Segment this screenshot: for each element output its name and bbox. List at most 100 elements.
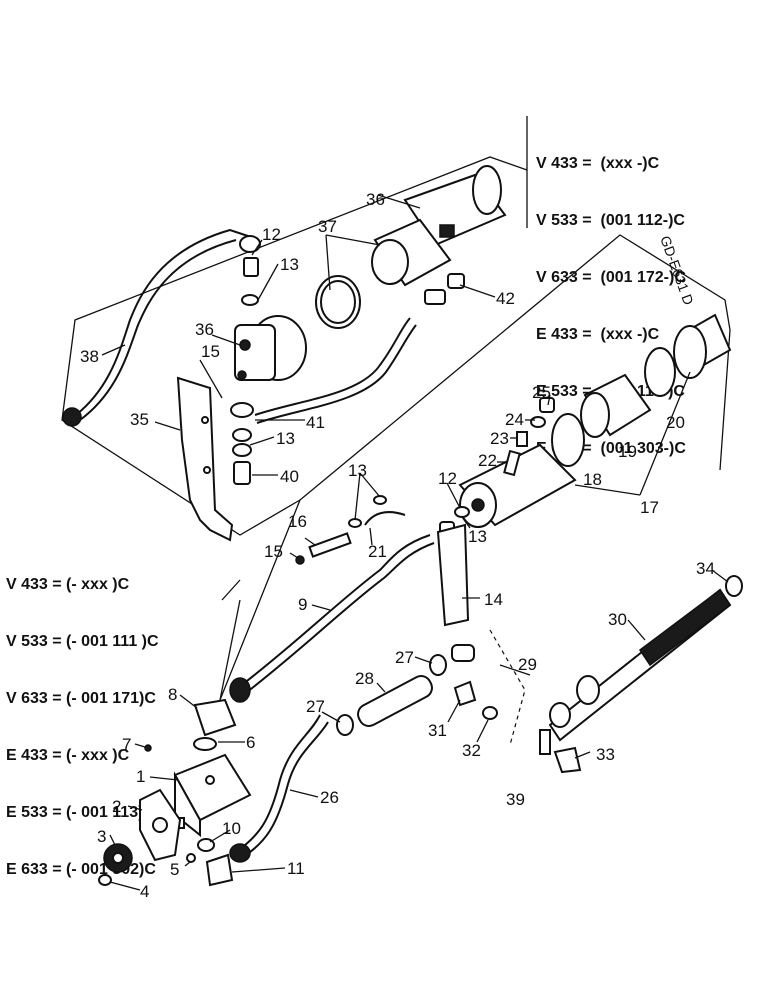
callout-36: 36 xyxy=(195,320,214,339)
o-ring-6 xyxy=(193,737,217,751)
callout-13: 13 xyxy=(348,461,367,480)
washer-4 xyxy=(98,874,112,886)
gasket-hole xyxy=(152,817,168,833)
plug-25 xyxy=(539,397,555,413)
fitting-12 xyxy=(243,257,259,277)
seal-ring-13 xyxy=(454,506,470,518)
serial-row: E 433 = (xxx -)C xyxy=(536,326,660,343)
valve-36 xyxy=(234,324,276,381)
callout-28: 28 xyxy=(355,669,374,688)
callout-21: 20 xyxy=(666,413,685,432)
bracket-39 xyxy=(539,729,551,755)
callout-12: 12 xyxy=(262,225,281,244)
valve-port xyxy=(237,370,247,380)
pipe-nut xyxy=(229,677,251,703)
callout-37: 37 xyxy=(318,217,337,236)
leader-lines xyxy=(101,194,729,891)
callout-16: 16 xyxy=(288,512,307,531)
sleeve-29 xyxy=(451,644,475,662)
callout-9: 9 xyxy=(298,595,307,614)
callout-27: 27 xyxy=(395,648,414,667)
callout-30: 30 xyxy=(608,610,627,629)
callout-6: 6 xyxy=(246,733,255,752)
callout-33: 32 xyxy=(462,741,481,760)
callout-13: 13 xyxy=(468,527,487,546)
callout-41: 41 xyxy=(306,413,325,432)
hose-clamp-27 xyxy=(429,654,447,676)
suction-tube-30 xyxy=(638,588,732,667)
seal-ring-13 xyxy=(232,428,252,442)
callout-26: 26 xyxy=(320,788,339,807)
lower-kit-outline xyxy=(221,579,241,601)
callout-13: 13 xyxy=(276,429,295,448)
union-42 xyxy=(447,273,465,289)
pipe-41 xyxy=(256,324,417,424)
callout-12: 12 xyxy=(438,469,457,488)
pipe-26 xyxy=(235,714,321,853)
filter-port xyxy=(471,498,485,512)
drawing-code: GD-E631 D xyxy=(657,234,697,307)
filter-cartridge-20 xyxy=(580,392,610,438)
pump-port xyxy=(205,775,215,785)
callout-11: 11 xyxy=(287,859,305,878)
o-ring-37 xyxy=(320,280,356,324)
elbow-17 xyxy=(364,511,406,526)
callout-36: 36 xyxy=(366,190,385,209)
banjo-bolt-40 xyxy=(233,461,251,485)
serial-table-left: V 433 = (- xxx )C V 533 = (- 001 111 )C … xyxy=(6,537,159,898)
callout-25: 25 xyxy=(532,383,551,402)
serial-row: E 433 = (- xxx )C xyxy=(6,747,130,764)
callout-38: 38 xyxy=(80,347,99,366)
callout-8: 8 xyxy=(168,685,177,704)
hose-clamp-27 xyxy=(336,714,354,736)
callout-1: 1 xyxy=(136,767,145,786)
serial-row: E 633 = (- 001 302)C xyxy=(6,861,156,878)
callout-29: 29 xyxy=(518,655,537,674)
seal-ring-13 xyxy=(373,495,387,505)
seal-31 xyxy=(725,575,743,597)
callout-20: 19 xyxy=(618,442,637,461)
callout-22: 22 xyxy=(478,451,497,470)
callout-32: 31 xyxy=(428,721,447,740)
housing-36 xyxy=(472,165,502,215)
callout-15: 15 xyxy=(264,542,283,561)
serial-row: V 533 = (001 112-)C xyxy=(536,212,685,229)
pipe-nut xyxy=(62,407,82,427)
pipe-38 xyxy=(71,228,249,419)
serial-row: V 433 = (- xxx )C xyxy=(6,576,130,593)
seal-ring-13 xyxy=(348,518,362,528)
upper-kit-outline xyxy=(61,156,528,536)
union-nut-30 xyxy=(576,675,600,705)
seal-ring-13 xyxy=(241,294,259,306)
bracket-hole xyxy=(201,416,209,424)
callout-3: 3 xyxy=(97,827,106,846)
spacer-33 xyxy=(482,706,498,720)
callout-42: 42 xyxy=(496,289,515,308)
callout-19: 18 xyxy=(583,470,602,489)
flange-11 xyxy=(205,853,234,887)
clip-32 xyxy=(453,680,477,707)
serial-row: V 633 = (001 172-)C xyxy=(536,269,686,286)
callout-17: 21 xyxy=(368,542,387,561)
valve-22 xyxy=(503,449,521,477)
filter-element-37 xyxy=(371,239,409,285)
callout-14: 14 xyxy=(484,590,503,609)
seal-ring-13 xyxy=(230,402,254,418)
callout-23: 23 xyxy=(490,429,509,448)
o-ring-21 xyxy=(644,347,676,397)
clip-34 xyxy=(553,746,582,774)
callout-2: 2 xyxy=(112,797,121,816)
union-16 xyxy=(308,532,352,558)
callout-7: 7 xyxy=(122,735,131,754)
kit-29-outline xyxy=(489,629,526,746)
callout-24: 24 xyxy=(505,410,524,429)
serial-row: V 533 = (- 001 111 )C xyxy=(6,633,159,650)
pipe-38 xyxy=(79,239,237,421)
elbow-8 xyxy=(193,698,237,737)
callout-18: 17 xyxy=(640,498,659,517)
callout-39: 39 xyxy=(506,790,525,809)
callout-4: 4 xyxy=(140,882,149,901)
callout-31: 34 xyxy=(696,559,715,578)
seal-ring-13 xyxy=(232,443,252,457)
